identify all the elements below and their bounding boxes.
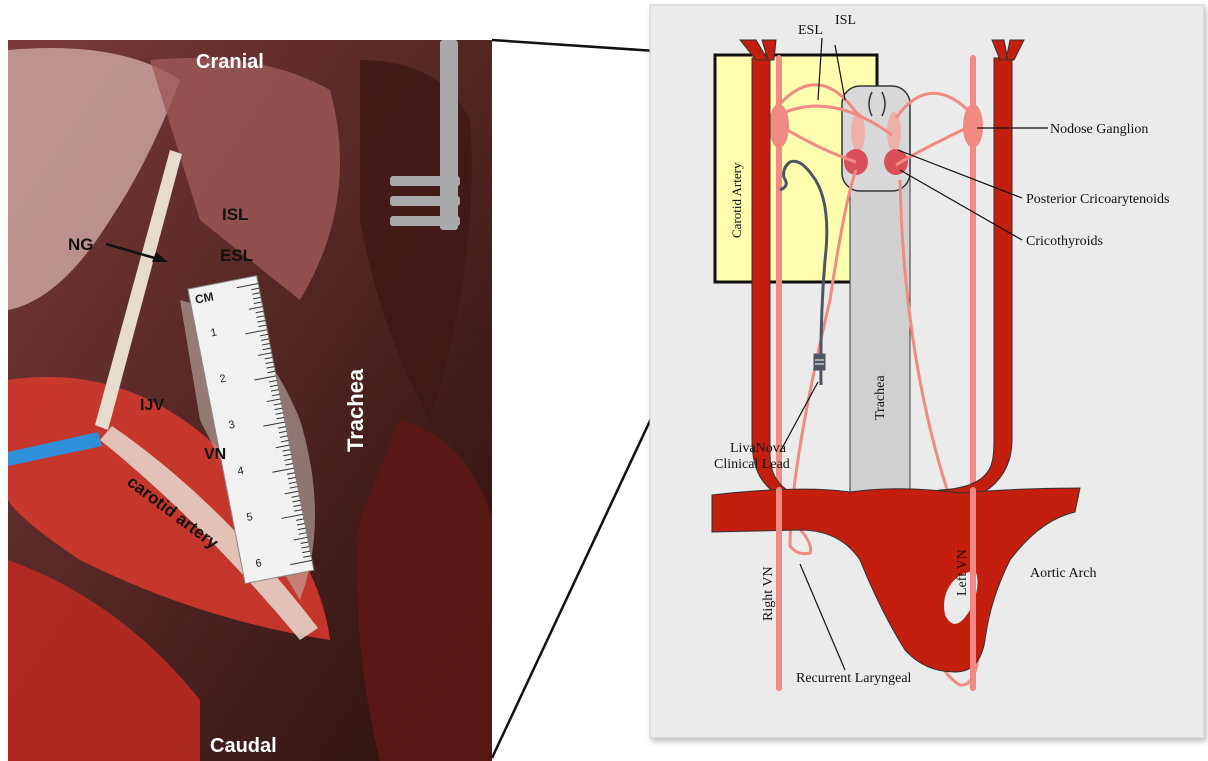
diagram-label-lead-line1: LivaNova: [730, 441, 787, 456]
diagram-label-right-vn: Right VN: [761, 566, 776, 621]
diagram-label-aortic-arch: Aortic Arch: [1030, 566, 1096, 581]
photo-label-vn: VN: [204, 446, 226, 463]
diagram-label-posterior-cricoarytenoids: Posterior Cricoarytenoids: [1026, 192, 1169, 207]
diagram-label-lead-line2: Clinical Lead: [714, 457, 790, 472]
photo-label-caudal: Caudal: [210, 735, 277, 757]
larynx: [842, 86, 910, 191]
photo-label-ng: NG: [68, 235, 94, 254]
diagram-label-trachea: Trachea: [873, 375, 888, 420]
photo-label-cranial: Cranial: [196, 51, 264, 73]
diagram-label-left-vn: Left VN: [955, 549, 970, 596]
right-nodose-ganglion: [769, 104, 789, 148]
diagram-label-isl: ISL: [835, 13, 856, 28]
diagram-label-cricothyroids: Cricothyroids: [1026, 234, 1103, 249]
diagram-label-recurrent-laryngeal: Recurrent Laryngeal: [796, 671, 912, 686]
diagram-label-carotid-artery: Carotid Artery: [729, 162, 744, 238]
diagram-label-nodose-ganglion: Nodose Ganglion: [1050, 122, 1148, 137]
schematic-diagram: ESL ISL Nodose Ganglion Posterior Cricoa…: [650, 5, 1204, 738]
photo-label-ijv: IJV: [140, 397, 164, 414]
left-nodose-ganglion: [963, 104, 983, 148]
photo-label-isl: ISL: [222, 205, 248, 224]
photo-label-esl: ESL: [220, 246, 253, 265]
diagram-label-esl: ESL: [798, 23, 823, 38]
surgical-photo: CM 1 2 3 4 5 6 Cranial ISL ESL NG IJV VN…: [8, 40, 492, 761]
photo-label-trachea: Trachea: [343, 368, 368, 452]
